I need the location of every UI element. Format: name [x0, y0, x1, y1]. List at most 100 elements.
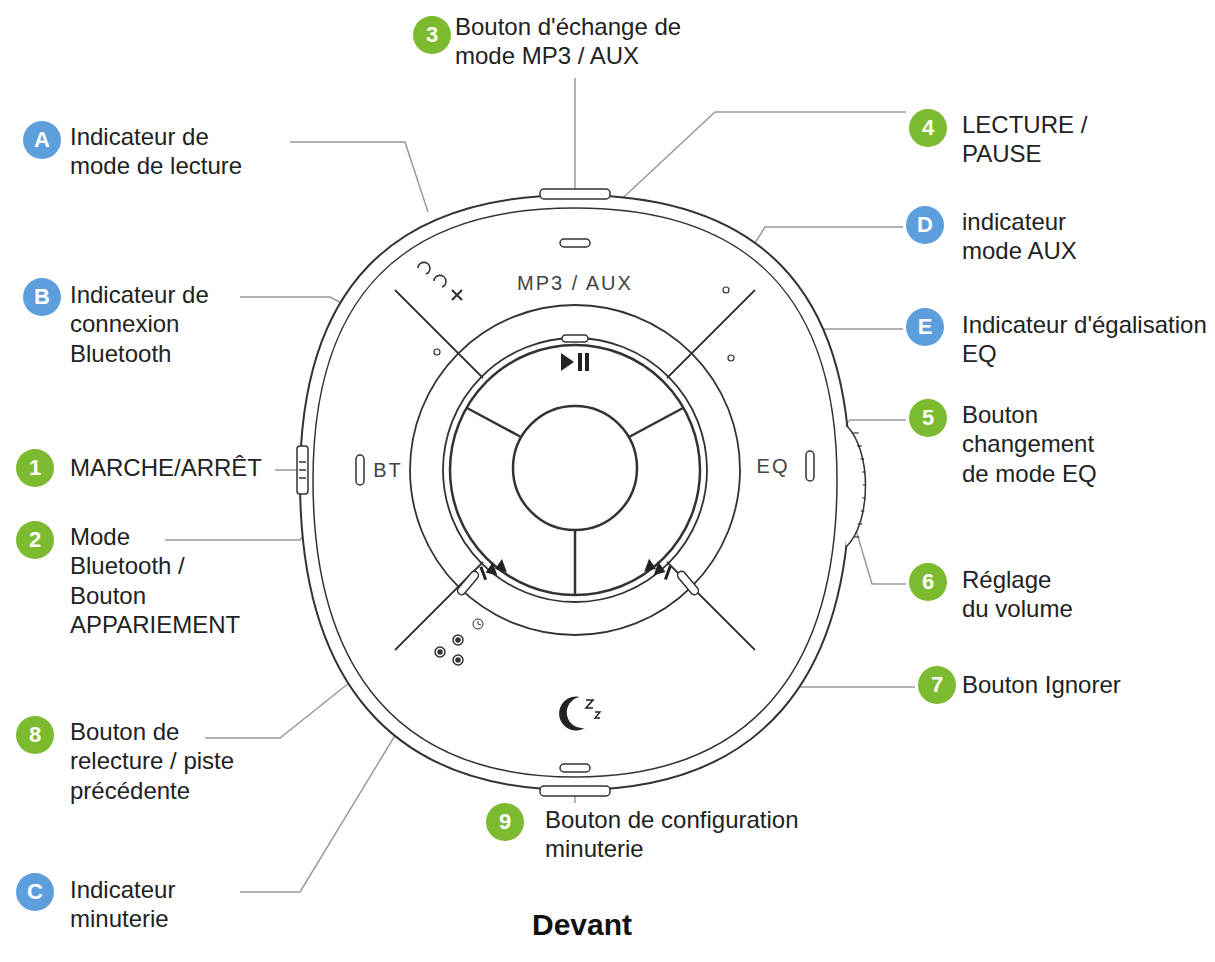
sleep-symbol	[595, 712, 600, 718]
play-mode-symbol	[452, 290, 462, 300]
volume-wheel	[846, 425, 866, 547]
callout-label: Indicateur de connexion Bluetooth	[70, 280, 216, 368]
callout-number: 5	[909, 399, 947, 437]
leader-line	[856, 530, 906, 584]
device-marking: MP3 / AUX	[517, 272, 633, 295]
button-slot	[560, 764, 590, 772]
indicator-led	[434, 349, 440, 355]
volume-wheel	[853, 432, 859, 433]
timer-indicator	[478, 621, 481, 625]
button-slot	[356, 455, 364, 485]
sleep-symbol	[586, 700, 593, 708]
control-ring	[395, 290, 483, 378]
power-switch	[299, 461, 306, 463]
callout-number: 6	[909, 563, 947, 601]
power-switch	[297, 446, 308, 494]
indicator-led	[728, 355, 734, 361]
play-pause-symbol	[561, 353, 574, 371]
callout-label: Indicateur d'égalisation EQ	[962, 310, 1207, 369]
housing	[300, 195, 850, 790]
callout-number: B	[23, 278, 61, 316]
callout-number: C	[16, 873, 54, 911]
housing	[300, 195, 850, 790]
housing-lip	[540, 786, 610, 796]
callout-number: 8	[16, 716, 54, 754]
callout-label: indicateur mode AUX	[962, 207, 1132, 266]
indicator-led	[723, 287, 729, 293]
callout-label: LECTURE / PAUSE	[962, 110, 1132, 169]
previous-symbol	[483, 562, 497, 579]
play-mode-symbol	[434, 275, 446, 287]
timer-indicator	[473, 619, 483, 629]
callout-label: Bouton changement de mode EQ	[962, 400, 1112, 488]
view-caption: Devant	[532, 908, 632, 942]
button-slot	[356, 239, 814, 772]
leader-line	[275, 469, 297, 471]
previous-symbol	[479, 559, 506, 580]
housing-lip	[540, 189, 610, 199]
leader-line	[290, 142, 428, 212]
button-slot	[560, 239, 590, 247]
callout-label: Réglage du volume	[962, 565, 1074, 624]
callout-number: 1	[16, 449, 54, 487]
timer-indicator	[456, 658, 460, 662]
timer-indicator	[456, 638, 460, 642]
leader-line	[165, 78, 915, 892]
power-switch	[299, 469, 306, 471]
button-slot	[456, 570, 480, 597]
callout-label: Mode Bluetooth / Bouton APPARIEMENT	[70, 522, 220, 639]
volume-wheel	[862, 471, 865, 472]
device-marking: EQ	[757, 455, 790, 478]
control-ring	[450, 345, 700, 595]
volume-wheel	[863, 484, 866, 485]
callout-number: A	[23, 121, 61, 159]
control-ring	[574, 530, 577, 595]
control-ring	[513, 406, 637, 530]
volume-wheel	[862, 497, 865, 498]
previous-symbol	[493, 559, 507, 576]
timer-indicator	[438, 650, 442, 654]
power-switch	[299, 477, 306, 479]
next-symbol	[644, 559, 671, 580]
callout-number: 7	[918, 666, 956, 704]
callout-label: Indicateur minuterie	[70, 875, 240, 934]
control-ring	[395, 290, 755, 650]
device-marking: BT	[373, 459, 403, 482]
volume-wheel	[854, 536, 860, 537]
callout-number: E	[906, 308, 944, 346]
timer-indicator	[453, 655, 463, 665]
control-ring	[667, 562, 755, 650]
play-pause-symbol	[585, 353, 589, 371]
control-ring	[667, 290, 755, 378]
callout-number: 9	[486, 803, 524, 841]
control-ring	[467, 408, 521, 437]
callout-number: D	[906, 206, 944, 244]
next-symbol	[664, 566, 672, 580]
callout-number: 4	[909, 109, 947, 147]
callout-label: MARCHE/ARRÊT	[70, 453, 290, 482]
sleep-symbol	[559, 697, 585, 731]
sleep-symbol	[559, 697, 600, 731]
volume-wheel	[861, 510, 865, 511]
play-mode-symbol	[418, 262, 430, 274]
control-ring	[395, 562, 483, 650]
button-slot	[676, 570, 700, 597]
callout-number: 2	[16, 521, 54, 559]
volume-wheel	[846, 425, 866, 547]
play-pause-symbol	[578, 353, 582, 371]
indicator-led	[434, 287, 734, 361]
play-mode-symbol	[418, 262, 462, 300]
volume-wheel	[858, 523, 863, 524]
housing	[313, 208, 837, 777]
timer-indicator	[453, 635, 463, 645]
volume-wheel	[860, 458, 864, 459]
callout-label: Bouton Ignorer	[962, 670, 1207, 699]
timer-indicator	[435, 619, 483, 665]
volume-wheel	[857, 445, 862, 446]
timer-indicator	[435, 647, 445, 657]
control-ring	[629, 408, 683, 437]
callout-number: 3	[413, 16, 451, 54]
power-switch	[297, 446, 308, 494]
button-slot	[562, 335, 588, 342]
previous-symbol	[479, 566, 487, 580]
